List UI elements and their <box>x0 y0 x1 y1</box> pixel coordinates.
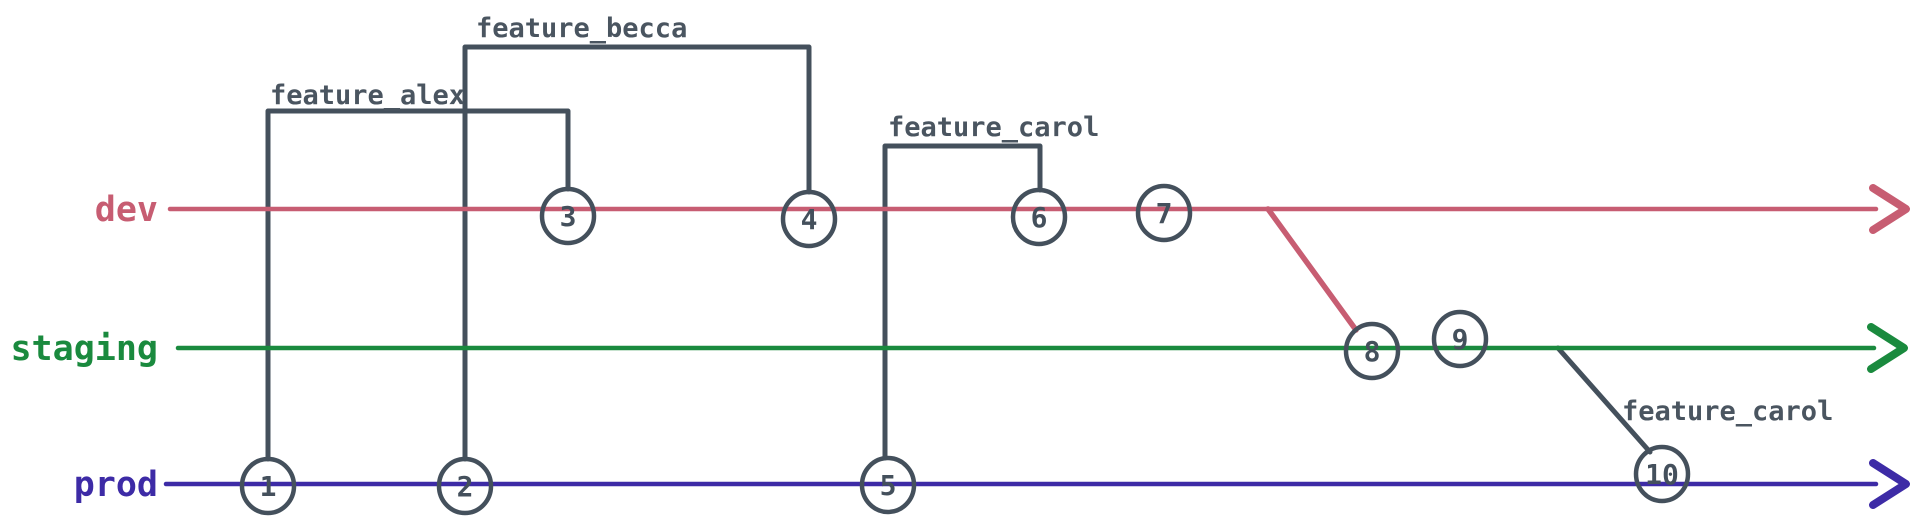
feature-branch-path-1 <box>462 44 812 462</box>
feature-branch-label-2: feature_carol <box>888 112 1099 143</box>
commit-node-8 <box>1343 321 1401 381</box>
commit-label-9: 9 <box>1452 323 1469 356</box>
commit-node-7 <box>1135 183 1193 243</box>
commit-label-4: 4 <box>801 203 818 236</box>
feature-branch-path-3 <box>1555 345 1653 455</box>
commit-label-6: 6 <box>1031 201 1048 234</box>
feature-branch-label-1: feature_becca <box>476 13 687 44</box>
commit-node-3 <box>539 186 597 246</box>
arrow-right-icon-staging <box>1867 323 1908 373</box>
commit-node-2 <box>436 456 494 516</box>
commit-node-5 <box>859 455 917 515</box>
commit-label-1: 1 <box>260 470 277 503</box>
commit-node-6 <box>1010 187 1068 247</box>
feature-branch-path-0 <box>265 108 571 462</box>
commit-label-10: 10 <box>1645 458 1679 491</box>
branch-label-dev: dev <box>95 190 158 230</box>
arrow-right-icon-dev <box>1869 184 1910 234</box>
commit-node-10 <box>1633 444 1691 504</box>
feature-branch-label-3: feature_carol <box>1622 396 1833 427</box>
feature-branch-label-0: feature_alex <box>270 80 465 111</box>
arrow-right-icon-prod <box>1869 459 1910 509</box>
commit-label-5: 5 <box>880 469 897 502</box>
commit-label-3: 3 <box>560 200 577 233</box>
commit-node-9 <box>1431 309 1489 369</box>
commit-node-4 <box>780 189 838 249</box>
branch-label-staging: staging <box>10 329 158 369</box>
commit-node-1 <box>239 456 297 516</box>
commit-label-2: 2 <box>457 470 474 503</box>
branch-label-prod: prod <box>74 465 158 505</box>
commit-label-8: 8 <box>1364 335 1381 368</box>
feature-branch-path-2 <box>882 143 1043 461</box>
merge-link-0 <box>1265 206 1359 333</box>
commit-label-7: 7 <box>1156 197 1173 230</box>
